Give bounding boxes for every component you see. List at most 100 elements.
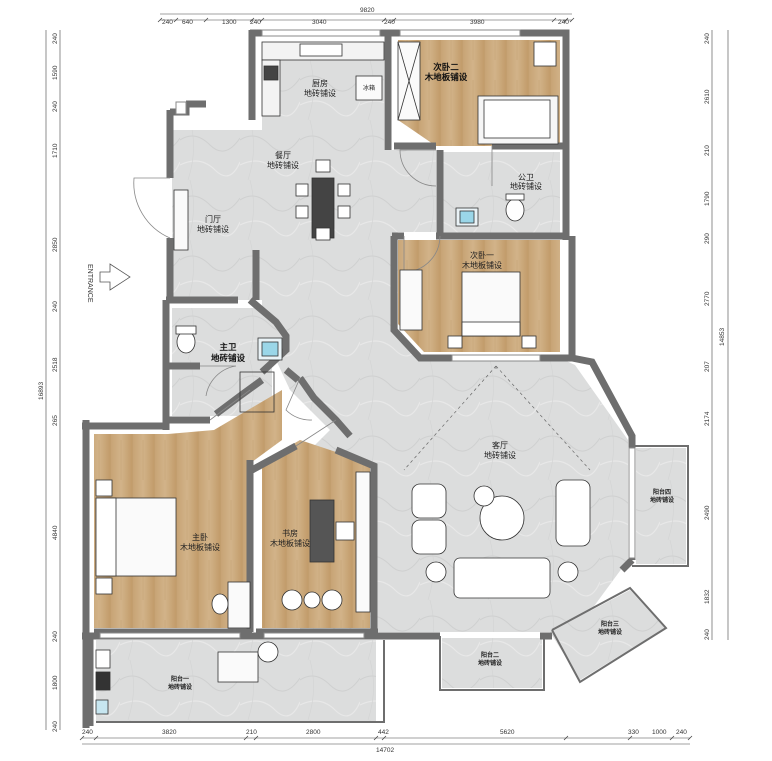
right-dim: 210	[704, 145, 711, 156]
masterbed-name: 主卧	[192, 532, 208, 542]
dim-tick	[243, 735, 249, 741]
left-dim: 1800	[52, 675, 59, 690]
bottom-dim: 442	[378, 729, 389, 736]
balcony1-floor: 地砖铺设	[168, 683, 192, 691]
left-dim: 1710	[52, 143, 59, 158]
entrance-marker: ENTRANCE	[86, 263, 131, 303]
left-dim: 1590	[52, 65, 59, 80]
left-dim: 240	[52, 631, 59, 642]
bottom-dim: 330	[628, 729, 639, 736]
bottom-dim: 2800	[306, 729, 321, 736]
right-dim: 2490	[704, 505, 711, 520]
balcony4-name: 阳台四	[653, 488, 671, 496]
dining-name: 餐厅	[275, 151, 291, 160]
dim-tick	[687, 735, 693, 741]
bottom-total: 14702	[376, 747, 394, 754]
dim-tick	[381, 17, 387, 23]
top-dim: 1300	[222, 19, 237, 26]
room-labels: 厨房 地砖铺设 冰箱 次卧二 木地板铺设 餐厅 地砖铺设 门厅 地砖铺设 公卫 …	[168, 62, 674, 691]
dim-tick	[551, 17, 557, 23]
top-total: 9820	[360, 7, 375, 14]
right-total: 14853	[719, 328, 726, 346]
dim-tick	[203, 17, 209, 23]
masterbath-floor: 地砖铺设	[211, 353, 246, 364]
bedroom1-floor: 木地板铺设	[462, 260, 502, 270]
right-dimensions: 240 2610 210 1790 290 2770 207 2174 2490…	[704, 33, 726, 640]
bottom-dim: 3820	[162, 729, 177, 736]
bottom-dim: 1000	[652, 729, 667, 736]
left-dim: 265	[52, 415, 59, 426]
masterbed-floor: 木地板铺设	[180, 542, 220, 552]
dim-tick	[79, 735, 85, 741]
left-dim: 2850	[52, 237, 59, 252]
dim-tick	[173, 17, 179, 23]
balcony4-floor: 地砖铺设	[650, 496, 674, 504]
right-dim: 1790	[704, 191, 711, 206]
left-dim: 240	[52, 721, 59, 732]
balcony1-name: 阳台一	[171, 675, 189, 683]
kitchen-floor: 地砖铺设	[304, 88, 336, 98]
living-name: 客厅	[492, 440, 508, 450]
dim-tick	[627, 735, 633, 741]
furniture	[95, 41, 591, 715]
left-dim: 240	[52, 301, 59, 312]
right-dim: 240	[704, 629, 711, 640]
study-name: 书房	[282, 528, 298, 538]
dimension-lines	[45, 13, 729, 745]
dim-tick	[563, 735, 569, 741]
balcony2-floor: 地砖铺设	[478, 659, 502, 667]
dim-tick	[93, 735, 99, 741]
dim-ticks	[79, 17, 693, 741]
fridge-label: 冰箱	[363, 84, 375, 92]
publicbath-name: 公卫	[518, 173, 534, 182]
dim-tick	[249, 17, 255, 23]
bottom-dimensions: 240 3820 210 2800 442 5620 330 1000 240 …	[82, 729, 687, 754]
dim-tick	[157, 17, 163, 23]
entrance-label: ENTRANCE	[86, 264, 93, 303]
right-dim: 2610	[704, 89, 711, 104]
windows	[99, 29, 636, 639]
balcony3-name: 阳台三	[601, 620, 619, 628]
kitchen-name: 厨房	[312, 78, 328, 88]
ceiling-lines	[403, 365, 591, 471]
bedroom2-floor: 木地板铺设	[424, 72, 468, 83]
top-dim: 240	[384, 19, 395, 26]
dim-tick	[259, 17, 265, 23]
dining-floor: 地砖铺设	[267, 160, 299, 170]
right-dim: 2174	[704, 411, 711, 426]
top-dim: 3040	[312, 19, 327, 26]
top-dimensions: 240 640 1300 240 3040 240 3980 240 9820	[162, 7, 569, 26]
foyer-name: 门厅	[205, 214, 221, 224]
study-floor: 木地板铺设	[270, 538, 310, 548]
top-dim: 240	[250, 19, 261, 26]
dim-tick	[669, 735, 675, 741]
top-dim: 640	[182, 19, 193, 26]
top-dim: 3980	[470, 19, 485, 26]
left-dim: 240	[52, 101, 59, 112]
dim-tick	[373, 735, 379, 741]
walls	[82, 29, 689, 728]
balcony2-name: 阳台二	[481, 651, 499, 659]
dim-tick	[253, 735, 259, 741]
bedroom2-name: 次卧二	[433, 62, 459, 73]
right-dim: 290	[704, 233, 711, 244]
bedroom1-name: 次卧一	[470, 250, 494, 260]
bottom-dim: 240	[82, 729, 93, 736]
dim-tick	[569, 17, 575, 23]
bottom-dim: 240	[676, 729, 687, 736]
right-dim: 240	[704, 33, 711, 44]
right-dim: 1832	[704, 589, 711, 604]
left-dim: 4840	[52, 525, 59, 540]
masterbath-name: 主卫	[219, 342, 237, 353]
foyer-floor: 地砖铺设	[197, 224, 229, 234]
dim-tick	[381, 735, 387, 741]
left-dimensions: 240 1590 240 1710 2850 240 2518 265 4840…	[38, 33, 59, 732]
bottom-dim: 5620	[500, 729, 515, 736]
dim-tick	[391, 17, 397, 23]
top-dim: 240	[162, 19, 173, 26]
top-dim: 240	[558, 19, 569, 26]
living-floor: 地砖铺设	[484, 450, 516, 460]
bottom-dim: 210	[246, 729, 257, 736]
left-total: 16893	[38, 382, 45, 400]
